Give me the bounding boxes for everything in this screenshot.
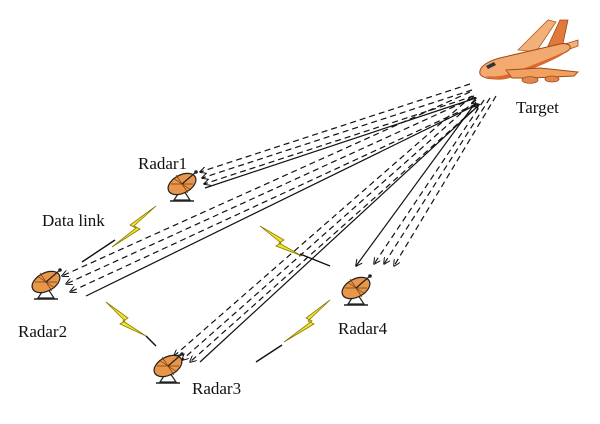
- radar4-signal-paths: [356, 95, 497, 266]
- data-link-radar1-radar2: [81, 205, 157, 263]
- data-link-tail: [81, 239, 116, 263]
- radar3-echo-line: [182, 99, 477, 360]
- radar1-label: Radar1: [138, 154, 188, 173]
- radar1-echo-line: [204, 95, 475, 184]
- radar3-dish: [153, 352, 184, 384]
- data-link-tail: [145, 335, 157, 347]
- radar1-transmit-line: [204, 98, 476, 189]
- radar2-echo-line: [66, 97, 474, 284]
- lightning-bolt-icon: [105, 301, 147, 337]
- radar4-dish: [341, 274, 372, 306]
- radar-dish-icon: [153, 352, 184, 384]
- data-link-radar2-radar3: [105, 301, 157, 347]
- radar3-echo-line: [174, 95, 473, 356]
- radar2-signal-paths: [62, 91, 478, 297]
- data-link-radar3-radar4: [255, 299, 331, 363]
- data-links: [81, 205, 331, 363]
- radar1-dish: [167, 170, 198, 202]
- data-link-radar4-upper: [259, 225, 331, 267]
- signal-paths: [62, 83, 497, 363]
- radar4-transmit-line: [356, 101, 477, 266]
- radar-dish-icon: [341, 274, 372, 306]
- radar4-label: Radar4: [338, 319, 388, 338]
- radar3-transmit-line: [199, 106, 478, 363]
- lightning-bolt-icon: [283, 299, 331, 343]
- lightning-bolt-icon: [259, 225, 303, 257]
- radar2-echo-line: [70, 103, 477, 292]
- radar2-label: Radar2: [18, 322, 68, 341]
- radar1-echo-line: [202, 89, 473, 178]
- data-link-tail: [299, 253, 331, 267]
- data-link-label: Data link: [42, 211, 105, 230]
- radar4-echo-line: [374, 99, 485, 264]
- radar2-transmit-line: [85, 104, 478, 297]
- radar4-echo-line: [384, 97, 491, 264]
- lightning-bolt-icon: [111, 205, 157, 248]
- radar1-echo-line: [200, 83, 471, 172]
- radar2-dish: [31, 268, 62, 300]
- radar4-echo-line: [394, 95, 497, 266]
- radar-dish-icon: [167, 170, 198, 202]
- target-label: Target: [516, 98, 559, 117]
- radar3-echo-line: [190, 103, 481, 362]
- target-aircraft: [479, 19, 579, 84]
- airplane-icon: [479, 19, 579, 84]
- radar2-echo-line: [62, 91, 471, 276]
- data-link-tail: [255, 344, 283, 363]
- radar-dish-icon: [31, 268, 62, 300]
- radar1-signal-paths: [200, 83, 476, 189]
- radar3-label: Radar3: [192, 379, 242, 398]
- radar3-signal-paths: [174, 95, 481, 363]
